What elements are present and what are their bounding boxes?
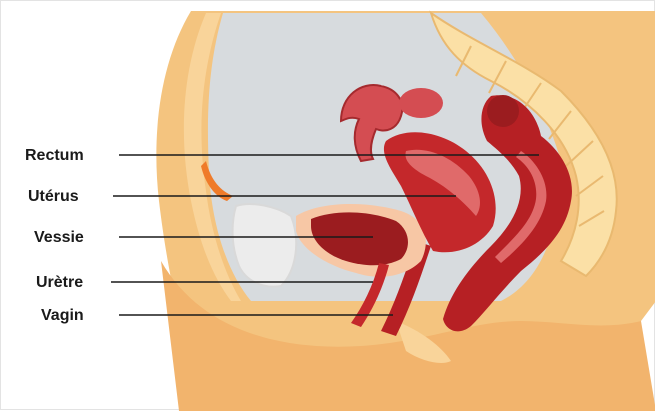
colon-cross-section — [487, 95, 519, 127]
label-urethra: Urètre — [36, 274, 83, 291]
ovary — [399, 88, 443, 118]
label-vagina: Vagin — [41, 307, 84, 324]
label-bladder: Vessie — [34, 229, 84, 246]
label-rectum: Rectum — [25, 147, 84, 164]
label-uterus: Utérus — [28, 188, 79, 205]
